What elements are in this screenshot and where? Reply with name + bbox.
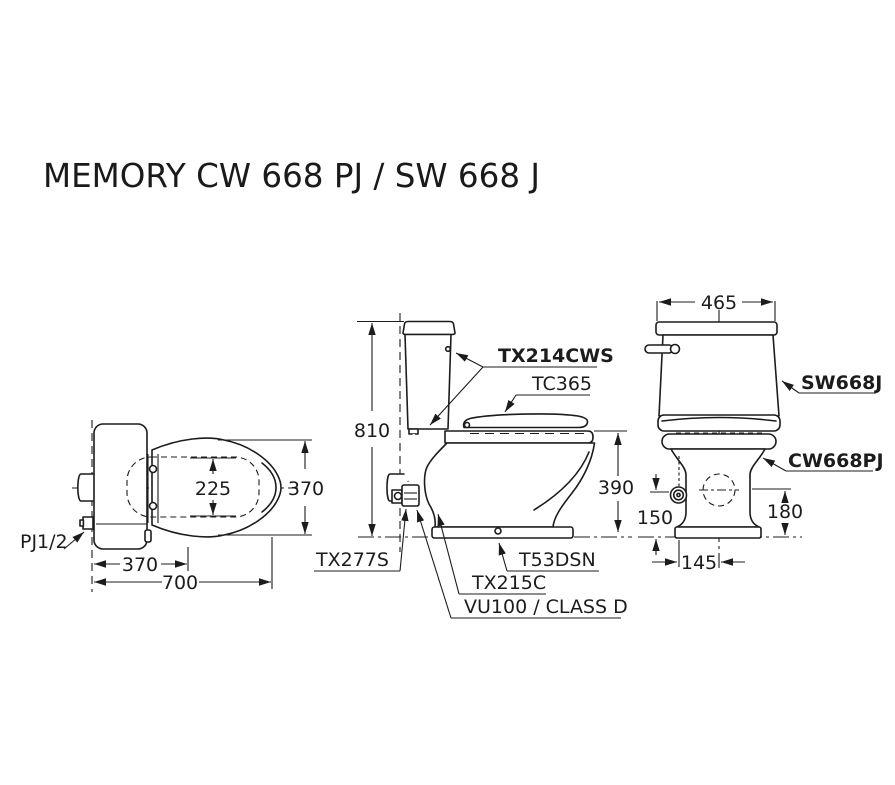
supply-valve-ball-dot — [676, 492, 681, 498]
label-tx214cws: TX214CWS — [429, 345, 614, 426]
dim-390: 390 — [594, 430, 634, 532]
label-text-tx277s: TX277S — [315, 549, 389, 571]
base-bolt-cap — [494, 527, 502, 535]
label-text-sw668j: SW668J — [801, 372, 882, 394]
tank-lid — [402, 320, 456, 336]
dim-180: 180 — [752, 488, 803, 535]
label-text-tx215c: TX215C — [471, 572, 546, 594]
dim-text-390: 390 — [598, 477, 634, 499]
label-text-pj12: PJ1/2 — [20, 531, 68, 553]
label-text-tx214cws: TX214CWS — [498, 345, 614, 367]
bowl-rim-front — [661, 433, 777, 450]
inlet-fitting-nub — [79, 519, 85, 527]
tank-body-front — [658, 334, 780, 417]
tank-body — [404, 333, 452, 430]
bowl-rim-side — [444, 430, 594, 444]
valve-handle — [393, 491, 403, 501]
label-text-t53dsn: T53DSN — [518, 549, 596, 571]
label-text-vu100: VU100 / CLASS D — [464, 596, 628, 618]
hose-nut — [408, 428, 419, 435]
dim-145: 145 — [652, 540, 745, 574]
dim-text-180: 180 — [767, 501, 803, 523]
dim-465: 465 — [656, 292, 776, 321]
inlet-fitting — [82, 516, 94, 530]
base-plinth-front — [674, 526, 762, 539]
flush-lever — [644, 344, 674, 354]
tank-lid-front — [655, 321, 778, 336]
dim-text-225: 225 — [195, 478, 231, 500]
supply-valve-ball-inner — [672, 489, 685, 501]
seat-hinge — [463, 421, 471, 429]
top-view: 225 370 370 700 PJ1/2 — [20, 420, 324, 594]
hinge-bolt — [148, 501, 158, 511]
inlet-pipe — [77, 473, 95, 502]
dim-225: 225 — [190, 457, 236, 517]
label-tx277s: TX277S — [314, 508, 409, 572]
label-text-tc365: TC365 — [531, 373, 592, 395]
label-text-cw668pj: CW668PJ — [788, 450, 884, 472]
dim-370-width: 370 — [218, 439, 324, 536]
label-cw668pj: CW668PJ — [762, 450, 884, 472]
stop-valve-body — [401, 484, 420, 507]
seat-cover-side — [462, 413, 589, 429]
dim-150: 150 — [637, 474, 673, 555]
flexible-hose-core — [402, 433, 416, 482]
base-plinth-side — [431, 526, 574, 539]
dim-810: 810 — [354, 320, 404, 536]
flush-lever-knob — [669, 343, 681, 355]
bowl-front-edge — [261, 462, 277, 513]
dim-text-150: 150 — [637, 507, 673, 529]
bowl-body-side — [423, 442, 596, 528]
front-view: 465 150 180 145 SW668J — [637, 292, 884, 574]
dim-text-465: 465 — [701, 292, 737, 314]
label-sw668j: SW668J — [781, 372, 882, 394]
bowl-contour — [533, 451, 590, 511]
dim-text-810: 810 — [354, 420, 390, 442]
side-view: 810 390 TX214CWS TC365 TX277S — [314, 313, 634, 619]
drawing-title: MEMORY CW 668 PJ / SW 668 J — [43, 156, 540, 195]
pedestal-front — [670, 448, 766, 528]
dim-370-depth: 370 — [94, 547, 189, 576]
label-pj12: PJ1/2 — [20, 531, 85, 553]
dim-text-145: 145 — [681, 552, 717, 574]
dim-700: 700 — [94, 537, 273, 594]
hinge-bolt — [148, 464, 158, 474]
label-tx215c: TX215C — [437, 513, 546, 595]
label-t53dsn: T53DSN — [498, 542, 599, 572]
tank-top-outline — [93, 423, 148, 550]
dim-text-370-depth: 370 — [122, 554, 158, 576]
seat-opening-hidden — [126, 456, 260, 518]
dim-text-370-width: 370 — [288, 478, 324, 500]
label-vu100: VU100 / CLASS D — [416, 509, 628, 619]
dim-text-700: 700 — [162, 572, 198, 594]
lever-tab — [144, 529, 152, 543]
label-tc365: TC365 — [504, 373, 592, 413]
tank-bolt — [444, 345, 452, 353]
skirt-seam — [661, 416, 777, 422]
